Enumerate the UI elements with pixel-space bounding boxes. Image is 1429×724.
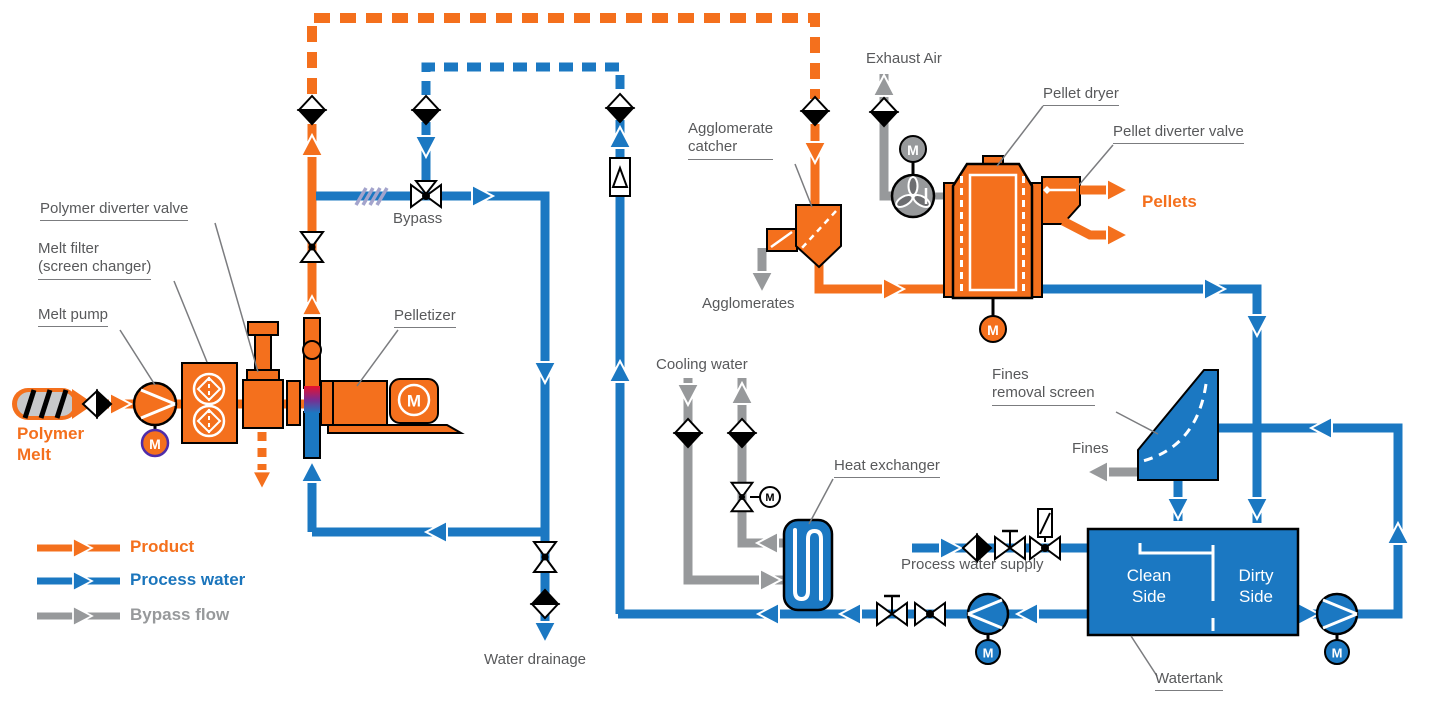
- agglomerate-catcher-icon: [766, 204, 842, 269]
- motor-letter: M: [1332, 646, 1343, 661]
- catcher-to-dryer-line: [814, 255, 944, 294]
- polymer-diverter-valve-icon: [242, 321, 284, 429]
- cooling-water-label: Cooling water: [656, 356, 748, 373]
- pelletizer-icon: M: [286, 295, 465, 459]
- pelletizer-water-pipe: [303, 411, 321, 459]
- drainage-check-valve-icon: [531, 589, 559, 619]
- fines-removal-screen-label: Fines removal screen: [992, 366, 1095, 406]
- tank-weir: [1138, 543, 1213, 555]
- polymer-melt-label: Polymer Melt: [17, 424, 85, 464]
- motor-letter: M: [987, 322, 999, 338]
- bypass-three-way-valve-icon: [410, 180, 442, 208]
- cooling-return-check-valve-icon: [728, 418, 756, 448]
- legend-product-label: Product: [130, 537, 195, 556]
- dryer-motor-icon: [979, 315, 1007, 343]
- motor-letter: M: [907, 142, 919, 158]
- pump-motor-icon: [1324, 639, 1350, 665]
- supply-metering-valve-icon: [1029, 508, 1061, 560]
- propeller-icon: [895, 176, 931, 208]
- watertank-label: Watertank: [1155, 670, 1223, 692]
- legend-bypass-flow-label: Bypass flow: [130, 605, 230, 624]
- extruder-icon: [12, 388, 94, 420]
- polymer-diverter-valve-label: Polymer diverter valve: [40, 200, 189, 222]
- process-water-dashed-line: [421, 62, 625, 95]
- melt-pump-icon: M: [132, 381, 178, 458]
- product-riser-valve-icon: [300, 231, 324, 263]
- melt-check-valve-icon: [82, 390, 112, 418]
- pellet-dryer-icon: M: [943, 155, 1043, 343]
- motor-letter: M: [407, 392, 421, 411]
- exhaust-check-valve-icon: [870, 97, 898, 127]
- clean-side-label: Clean Side: [1126, 566, 1172, 606]
- pellet-diverter-valve-label: Pellet diverter valve: [1113, 123, 1244, 145]
- watertank-icon: [1086, 527, 1300, 637]
- motor-letter: M: [149, 436, 161, 452]
- flexible-connector-icon: [354, 187, 389, 206]
- flow-meter-icon: [609, 157, 631, 197]
- catcher-check-valve-icon: [801, 96, 829, 126]
- dryer-water-outlet-line: [1042, 284, 1262, 523]
- melt-filter-label: Melt filter (screen changer): [38, 240, 152, 280]
- exhaust-air-label: Exhaust Air: [866, 50, 942, 67]
- bypass-check-valve-icon: [412, 95, 440, 125]
- melt-filter-icon: [181, 362, 238, 444]
- process-water-supply-label: Process water supply: [901, 556, 1044, 573]
- die-plate-icon: [304, 386, 320, 413]
- motor-letter: M: [765, 492, 774, 504]
- cooling-control-valve-icon: M: [730, 481, 781, 513]
- water-drainage-label: Water drainage: [484, 651, 586, 668]
- supply-hand-valve-icon: [994, 529, 1026, 560]
- pellet-diverter-valve-icon: [1041, 176, 1106, 240]
- melt-pump-label: Melt pump: [38, 306, 109, 328]
- bypass-water-line: [312, 191, 550, 537]
- leader-lines: [119, 105, 1159, 677]
- heat-exchanger-icon: [782, 518, 834, 612]
- bypass-label: Bypass: [393, 210, 443, 227]
- blower-icon: M: [890, 135, 936, 219]
- legend-samples: [37, 537, 120, 627]
- clean-water-pump-icon: M: [966, 592, 1010, 665]
- melt-pump-motor-icon: [140, 428, 170, 458]
- dirty-side-label: Dirty Side: [1238, 566, 1274, 606]
- return-hand-valve-icon: [876, 594, 908, 626]
- heat-exchanger-label: Heat exchanger: [834, 457, 940, 479]
- legend-process-water-label: Process water: [130, 570, 246, 589]
- drainage-valve-icon: [533, 541, 557, 573]
- return-shutoff-valve-icon: [914, 602, 946, 626]
- pellet-dryer-label: Pellet dryer: [1043, 85, 1119, 107]
- agglomerate-catcher-label: Agglomerate catcher: [688, 120, 774, 160]
- pump-motor-icon: [975, 639, 1001, 665]
- dirty-water-pump-icon: M: [1315, 592, 1359, 665]
- agglomerates-label: Agglomerates: [702, 295, 795, 312]
- blower-motor-icon: [899, 135, 927, 163]
- return-check-valve-icon: [606, 93, 634, 123]
- cooling-supply-check-valve-icon: [674, 418, 702, 448]
- product-bypass-dashed-line: [307, 13, 820, 99]
- fines-removal-screen-icon: [1137, 369, 1219, 481]
- product-check-valve-icon: [298, 95, 326, 125]
- pelletizer-label: Pelletizer: [394, 307, 456, 329]
- pellets-label: Pellets: [1142, 192, 1197, 211]
- motor-letter: M: [983, 646, 994, 661]
- fines-label: Fines: [1072, 440, 1109, 457]
